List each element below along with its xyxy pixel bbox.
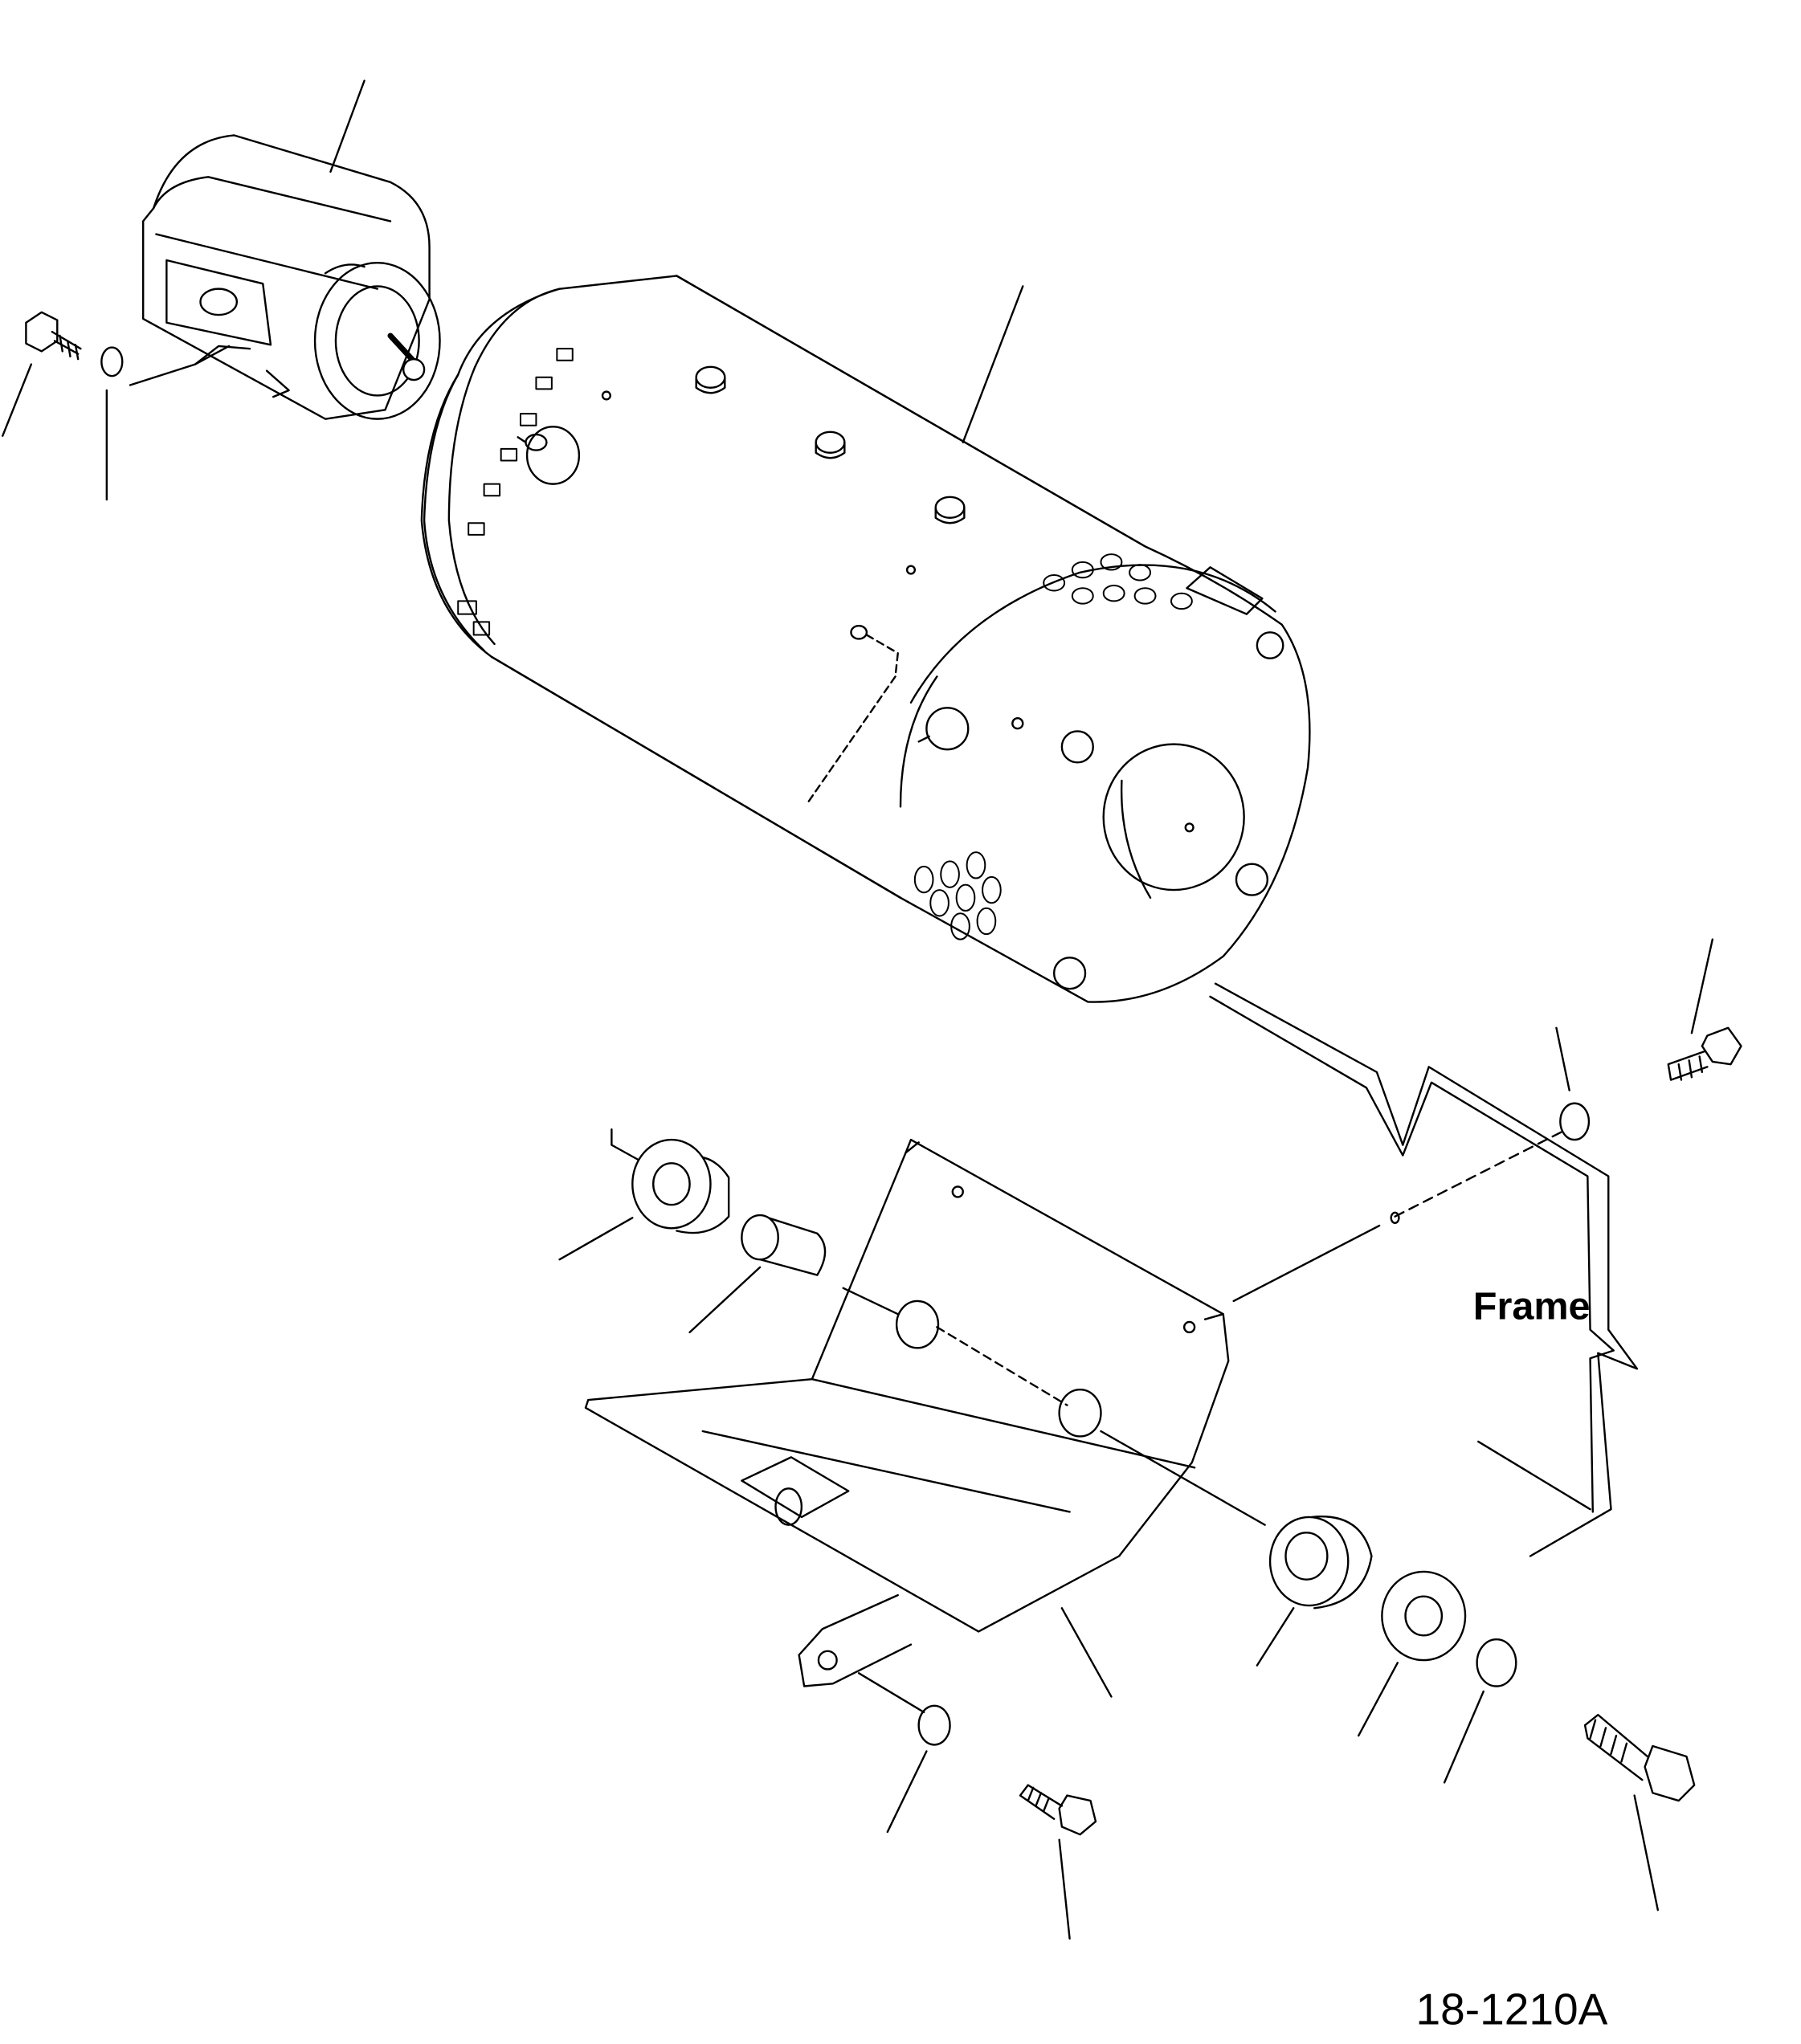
mount-bolt [1585, 1715, 1694, 1801]
frame-label: Frame [1473, 1285, 1591, 1328]
bracket-foot-washer [919, 1706, 950, 1745]
frame [1211, 984, 1637, 1556]
pump-mounting-bolt [26, 312, 80, 359]
frame-washer [1560, 1104, 1589, 1140]
pump-washer [101, 348, 122, 377]
rubber-mount-upper [632, 1140, 729, 1233]
pump-washer-leader [130, 346, 229, 386]
mounting-bracket [586, 1140, 1228, 1686]
spacer-sleeve [741, 1215, 825, 1275]
bracket-hole-axis [937, 1327, 1067, 1405]
flat-washer-lower [1477, 1639, 1517, 1686]
figure-number: 18-1210A [1415, 1985, 1607, 2034]
frame-bolt-upper [1668, 1028, 1742, 1080]
callout-leaders [2, 80, 1713, 1938]
rubber-mount-lower [1270, 1516, 1371, 1608]
mount-retaining-washer [1382, 1572, 1465, 1660]
hydraulic-pump [143, 135, 439, 418]
bracket-bolt [1020, 1785, 1096, 1835]
motor-assembly [422, 275, 1310, 1002]
